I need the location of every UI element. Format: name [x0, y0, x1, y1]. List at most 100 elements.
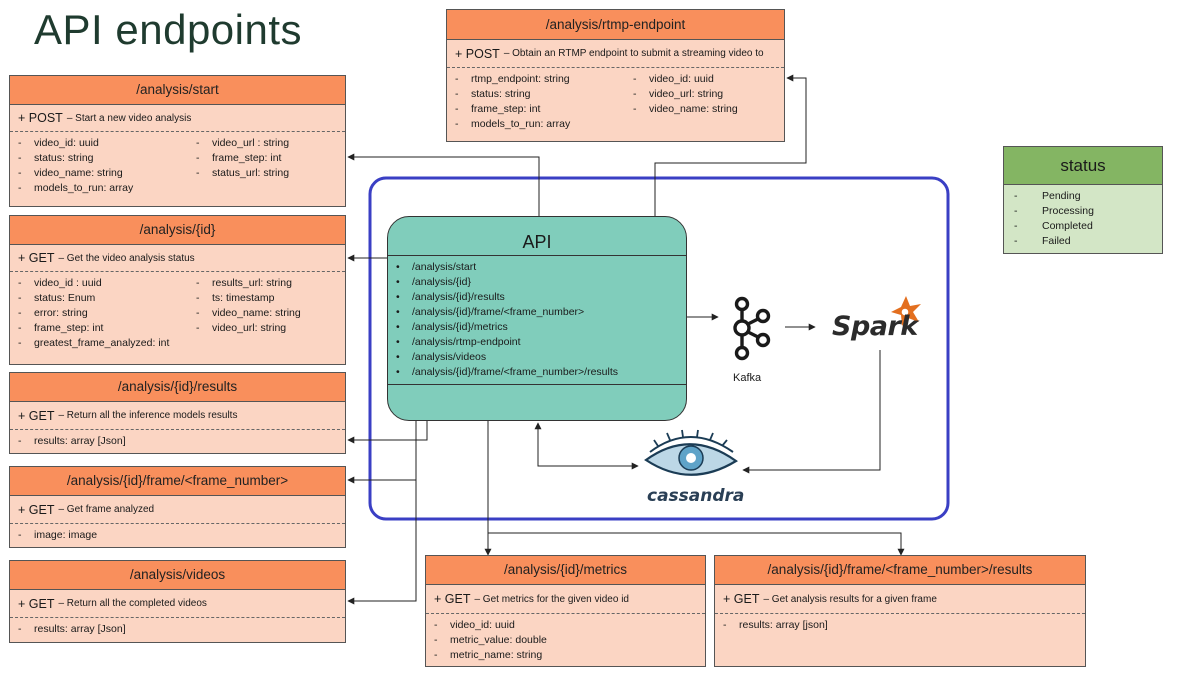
http-method: + POST — [455, 46, 500, 61]
box-title: /analysis/{id}/frame/<frame_number>/resu… — [715, 556, 1085, 585]
http-method: + GET — [18, 596, 55, 611]
box-title: /analysis/{id}/metrics — [426, 556, 705, 585]
field: -status: Enum — [18, 292, 96, 304]
api-title: API — [388, 217, 686, 256]
operation-description: – Return all the inference models result… — [58, 410, 238, 421]
operation-description: – Obtain an RTMP endpoint to submit a st… — [503, 48, 764, 59]
box-title: /analysis/{id} — [10, 216, 345, 245]
field: -video_name: string — [196, 307, 301, 319]
box-analysis-start: /analysis/start + POST – Start a new vid… — [9, 75, 346, 207]
operation-description: – Get metrics for the given video id — [474, 593, 629, 605]
field: -video_url: string — [633, 88, 724, 100]
arrow-to-frame — [347, 421, 417, 484]
box-operation: + GET – Get metrics for the given video … — [426, 585, 705, 614]
cassandra-label: cassandra — [647, 486, 745, 506]
field: -video_name: string — [633, 103, 738, 115]
arrow-to-videos — [347, 480, 417, 605]
api-endpoint-item: •/analysis/{id}/results — [396, 291, 505, 303]
status-item: -Pending — [1014, 190, 1081, 202]
api-endpoint-item: •/analysis/{id}/metrics — [396, 321, 508, 333]
api-endpoint-item: •/analysis/{id} — [396, 276, 471, 288]
operation-description: – Get the video analysis status — [58, 252, 195, 264]
field: -frame_step: int — [455, 103, 541, 115]
field: -metric_name: string — [434, 649, 543, 661]
field: -results: array [Json] — [18, 623, 126, 635]
operation-description: – Get frame analyzed — [58, 504, 155, 515]
box-title: /analysis/{id}/frame/<frame_number> — [10, 467, 345, 496]
cassandra-eye-icon — [644, 429, 738, 476]
box-operation: + POST – Start a new video analysis — [10, 105, 345, 132]
box-analysis-rtmp-endpoint: /analysis/rtmp-endpoint + POST – Obtain … — [446, 9, 785, 142]
field: -error: string — [18, 307, 88, 319]
field: -video_id: uuid — [633, 73, 714, 85]
api-endpoint-item: •/analysis/start — [396, 261, 477, 273]
box-operation: + GET – Get the video analysis status — [10, 245, 345, 272]
field: -models_to_run: array — [18, 182, 134, 194]
operation-description: – Return all the completed videos — [58, 598, 207, 609]
system-boundary-frame — [368, 176, 950, 521]
field: -status_url: string — [196, 167, 290, 179]
arrow-to-start — [347, 153, 540, 216]
box-title: /analysis/start — [10, 76, 345, 105]
status-item: -Processing — [1014, 205, 1094, 217]
arrow-spark-cassandra — [742, 350, 881, 474]
field: -results: array [Json] — [18, 435, 126, 447]
spark-logo-icon — [891, 296, 921, 326]
box-operation: + GET – Return all the inference models … — [10, 402, 345, 430]
field: -frame_step: int — [196, 152, 282, 164]
field: -video_name: string — [18, 167, 123, 179]
field: -status: string — [18, 152, 94, 164]
api-endpoint-item: •/analysis/{id}/frame/<frame_number>/res… — [396, 366, 619, 378]
box-operation: + GET – Return all the completed videos — [10, 590, 345, 618]
box-title: /analysis/videos — [10, 561, 345, 590]
box-analysis-videos: /analysis/videos + GET – Return all the … — [9, 560, 346, 643]
box-title: /analysis/rtmp-endpoint — [447, 10, 784, 40]
api-endpoint-item: •/analysis/rtmp-endpoint — [396, 336, 521, 348]
box-operation: + POST – Obtain an RTMP endpoint to subm… — [447, 40, 784, 68]
field: -frame_step: int — [18, 322, 104, 334]
box-analysis-id-frame: /analysis/{id}/frame/<frame_number> + GE… — [9, 466, 346, 548]
http-method: + POST — [18, 111, 63, 125]
api-endpoint-list: •/analysis/start •/analysis/{id} •/analy… — [388, 256, 686, 380]
field: -models_to_run: array — [455, 118, 571, 130]
status-enum-box: status -Pending -Processing -Completed -… — [1003, 146, 1163, 254]
http-method: + GET — [18, 251, 55, 265]
field: -video_url: string — [196, 322, 287, 334]
api-endpoint-item: •/analysis/videos — [396, 351, 487, 363]
arrow-to-frame-results — [488, 532, 905, 556]
arrow-to-results — [347, 421, 428, 444]
api-endpoint-item: •/analysis/{id}/frame/<frame_number> — [396, 306, 585, 318]
box-analysis-id-metrics: /analysis/{id}/metrics + GET – Get metri… — [425, 555, 706, 667]
arrow-api-cassandra — [534, 422, 639, 470]
operation-description: – Start a new video analysis — [66, 112, 192, 124]
field: -status: string — [455, 88, 531, 100]
http-method: + GET — [434, 592, 471, 606]
field: -image: image — [18, 529, 98, 541]
field: -video_id: uuid — [18, 137, 99, 149]
status-item: -Failed — [1014, 235, 1071, 247]
api-divider — [388, 384, 686, 385]
spark-label: Spark — [832, 311, 918, 342]
box-analysis-id-results: /analysis/{id}/results + GET – Return al… — [9, 372, 346, 454]
http-method: + GET — [723, 592, 760, 606]
arrow-to-rtmp — [654, 74, 807, 216]
field: -greatest_frame_analyzed: int — [18, 337, 170, 349]
box-operation: + GET – Get frame analyzed — [10, 496, 345, 524]
field: -ts: timestamp — [196, 292, 275, 304]
operation-description: – Get analysis results for a given frame — [763, 593, 937, 605]
api-service-box: API •/analysis/start •/analysis/{id} •/a… — [387, 216, 687, 421]
field: -metric_value: double — [434, 634, 547, 646]
http-method: + GET — [18, 502, 55, 517]
page-title: API endpoints — [34, 6, 303, 53]
field: -results: array [json] — [723, 619, 828, 631]
status-title: status — [1004, 147, 1162, 185]
box-title: /analysis/{id}/results — [10, 373, 345, 402]
box-operation: + GET – Get analysis results for a given… — [715, 585, 1085, 614]
box-analysis-id-frame-results: /analysis/{id}/frame/<frame_number>/resu… — [714, 555, 1086, 667]
field: -results_url: string — [196, 277, 292, 289]
field: -video_url : string — [196, 137, 290, 149]
box-analysis-id: /analysis/{id} + GET – Get the video ana… — [9, 215, 346, 365]
field: -video_id: uuid — [434, 619, 515, 631]
kafka-label: Kafka — [733, 372, 762, 384]
